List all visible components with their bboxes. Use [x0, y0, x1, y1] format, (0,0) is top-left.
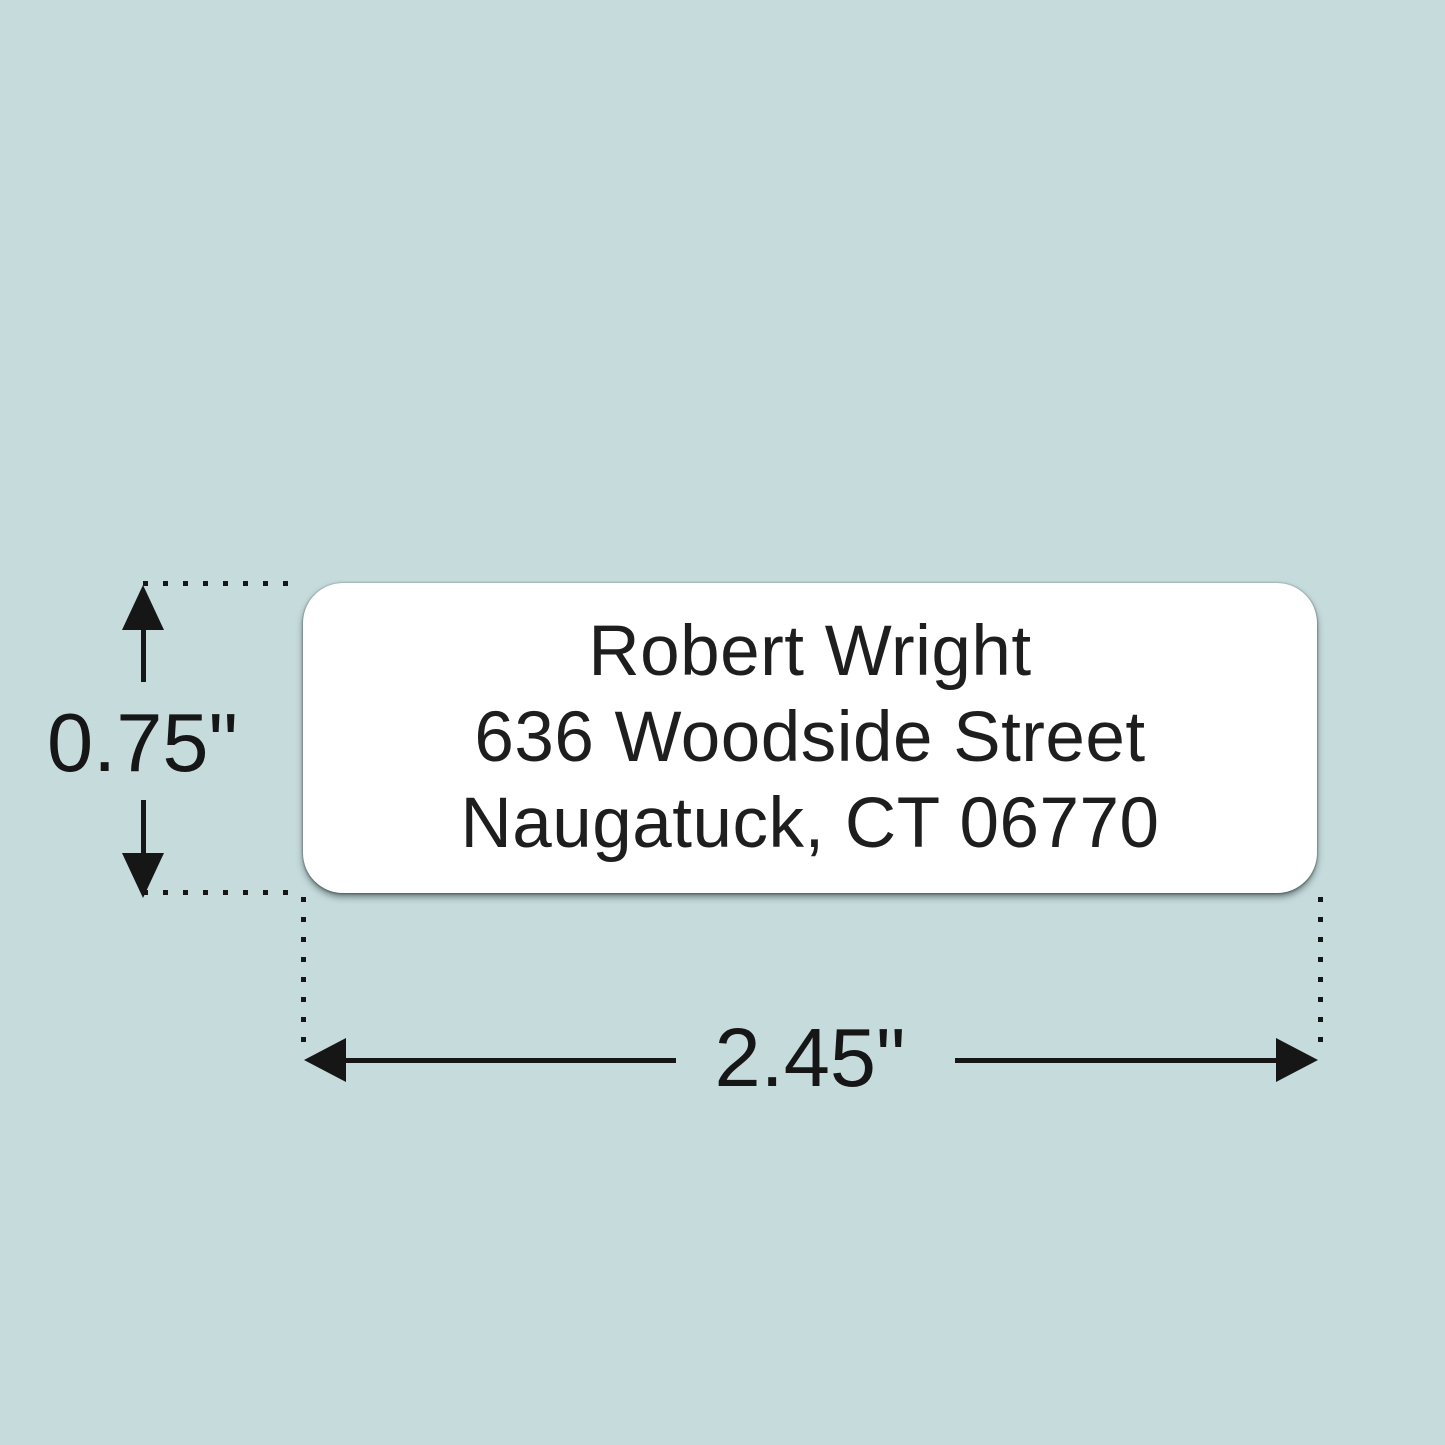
down-arrowhead-icon — [122, 853, 164, 898]
left-arrowhead-icon — [304, 1038, 346, 1082]
width-extension-line-left — [301, 897, 306, 1049]
right-arrowhead-icon — [1276, 1038, 1318, 1082]
up-arrowhead-icon — [122, 585, 164, 630]
width-dimension-value: 2.45" — [714, 1011, 906, 1104]
left-arrow-shaft — [344, 1058, 676, 1063]
up-arrow-shaft — [141, 628, 146, 682]
address-line-city-state-zip: Naugatuck, CT 06770 — [460, 784, 1160, 863]
height-dimension-value: 0.75" — [46, 696, 238, 789]
down-arrow-shaft — [141, 800, 146, 854]
address-line-name: Robert Wright — [588, 612, 1032, 691]
address-label: Robert Wright 636 Woodside Street Naugat… — [303, 583, 1317, 893]
height-extension-line-bottom — [143, 890, 303, 895]
address-line-street: 636 Woodside Street — [474, 698, 1146, 777]
width-extension-line-right — [1318, 897, 1323, 1045]
right-arrow-shaft — [955, 1058, 1277, 1063]
height-extension-line-top — [143, 581, 303, 586]
